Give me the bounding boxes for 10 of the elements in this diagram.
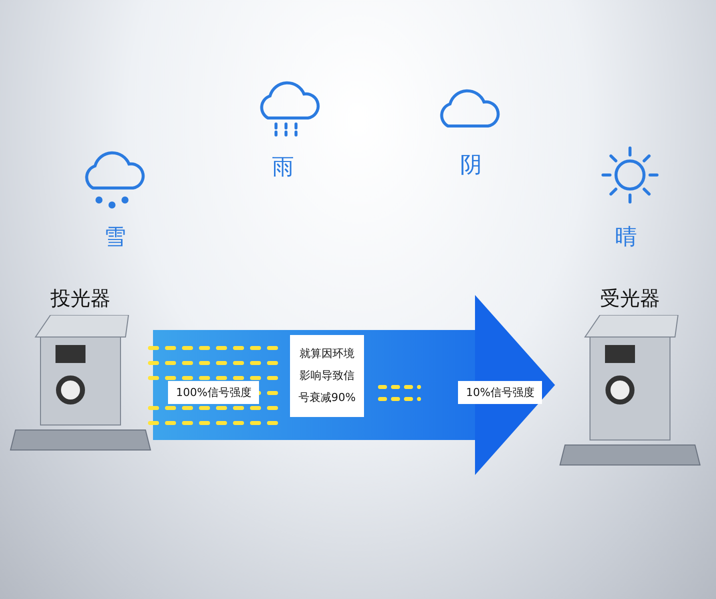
weather-label: 阴 (459, 152, 483, 180)
weather-label: 雪 (103, 224, 127, 252)
signal-strength-tag: 100%信号强度 (168, 381, 260, 404)
attenuation-note: 就算因环境影响导致信号衰减90% (290, 335, 364, 417)
signal-arrow (153, 295, 555, 475)
device-label: 投光器 (50, 285, 112, 312)
device-label: 受光器 (599, 285, 661, 312)
signal-strength-tag: 10%信号强度 (458, 381, 542, 404)
weather-label: 晴 (614, 224, 638, 252)
weather-label: 雨 (271, 154, 295, 182)
